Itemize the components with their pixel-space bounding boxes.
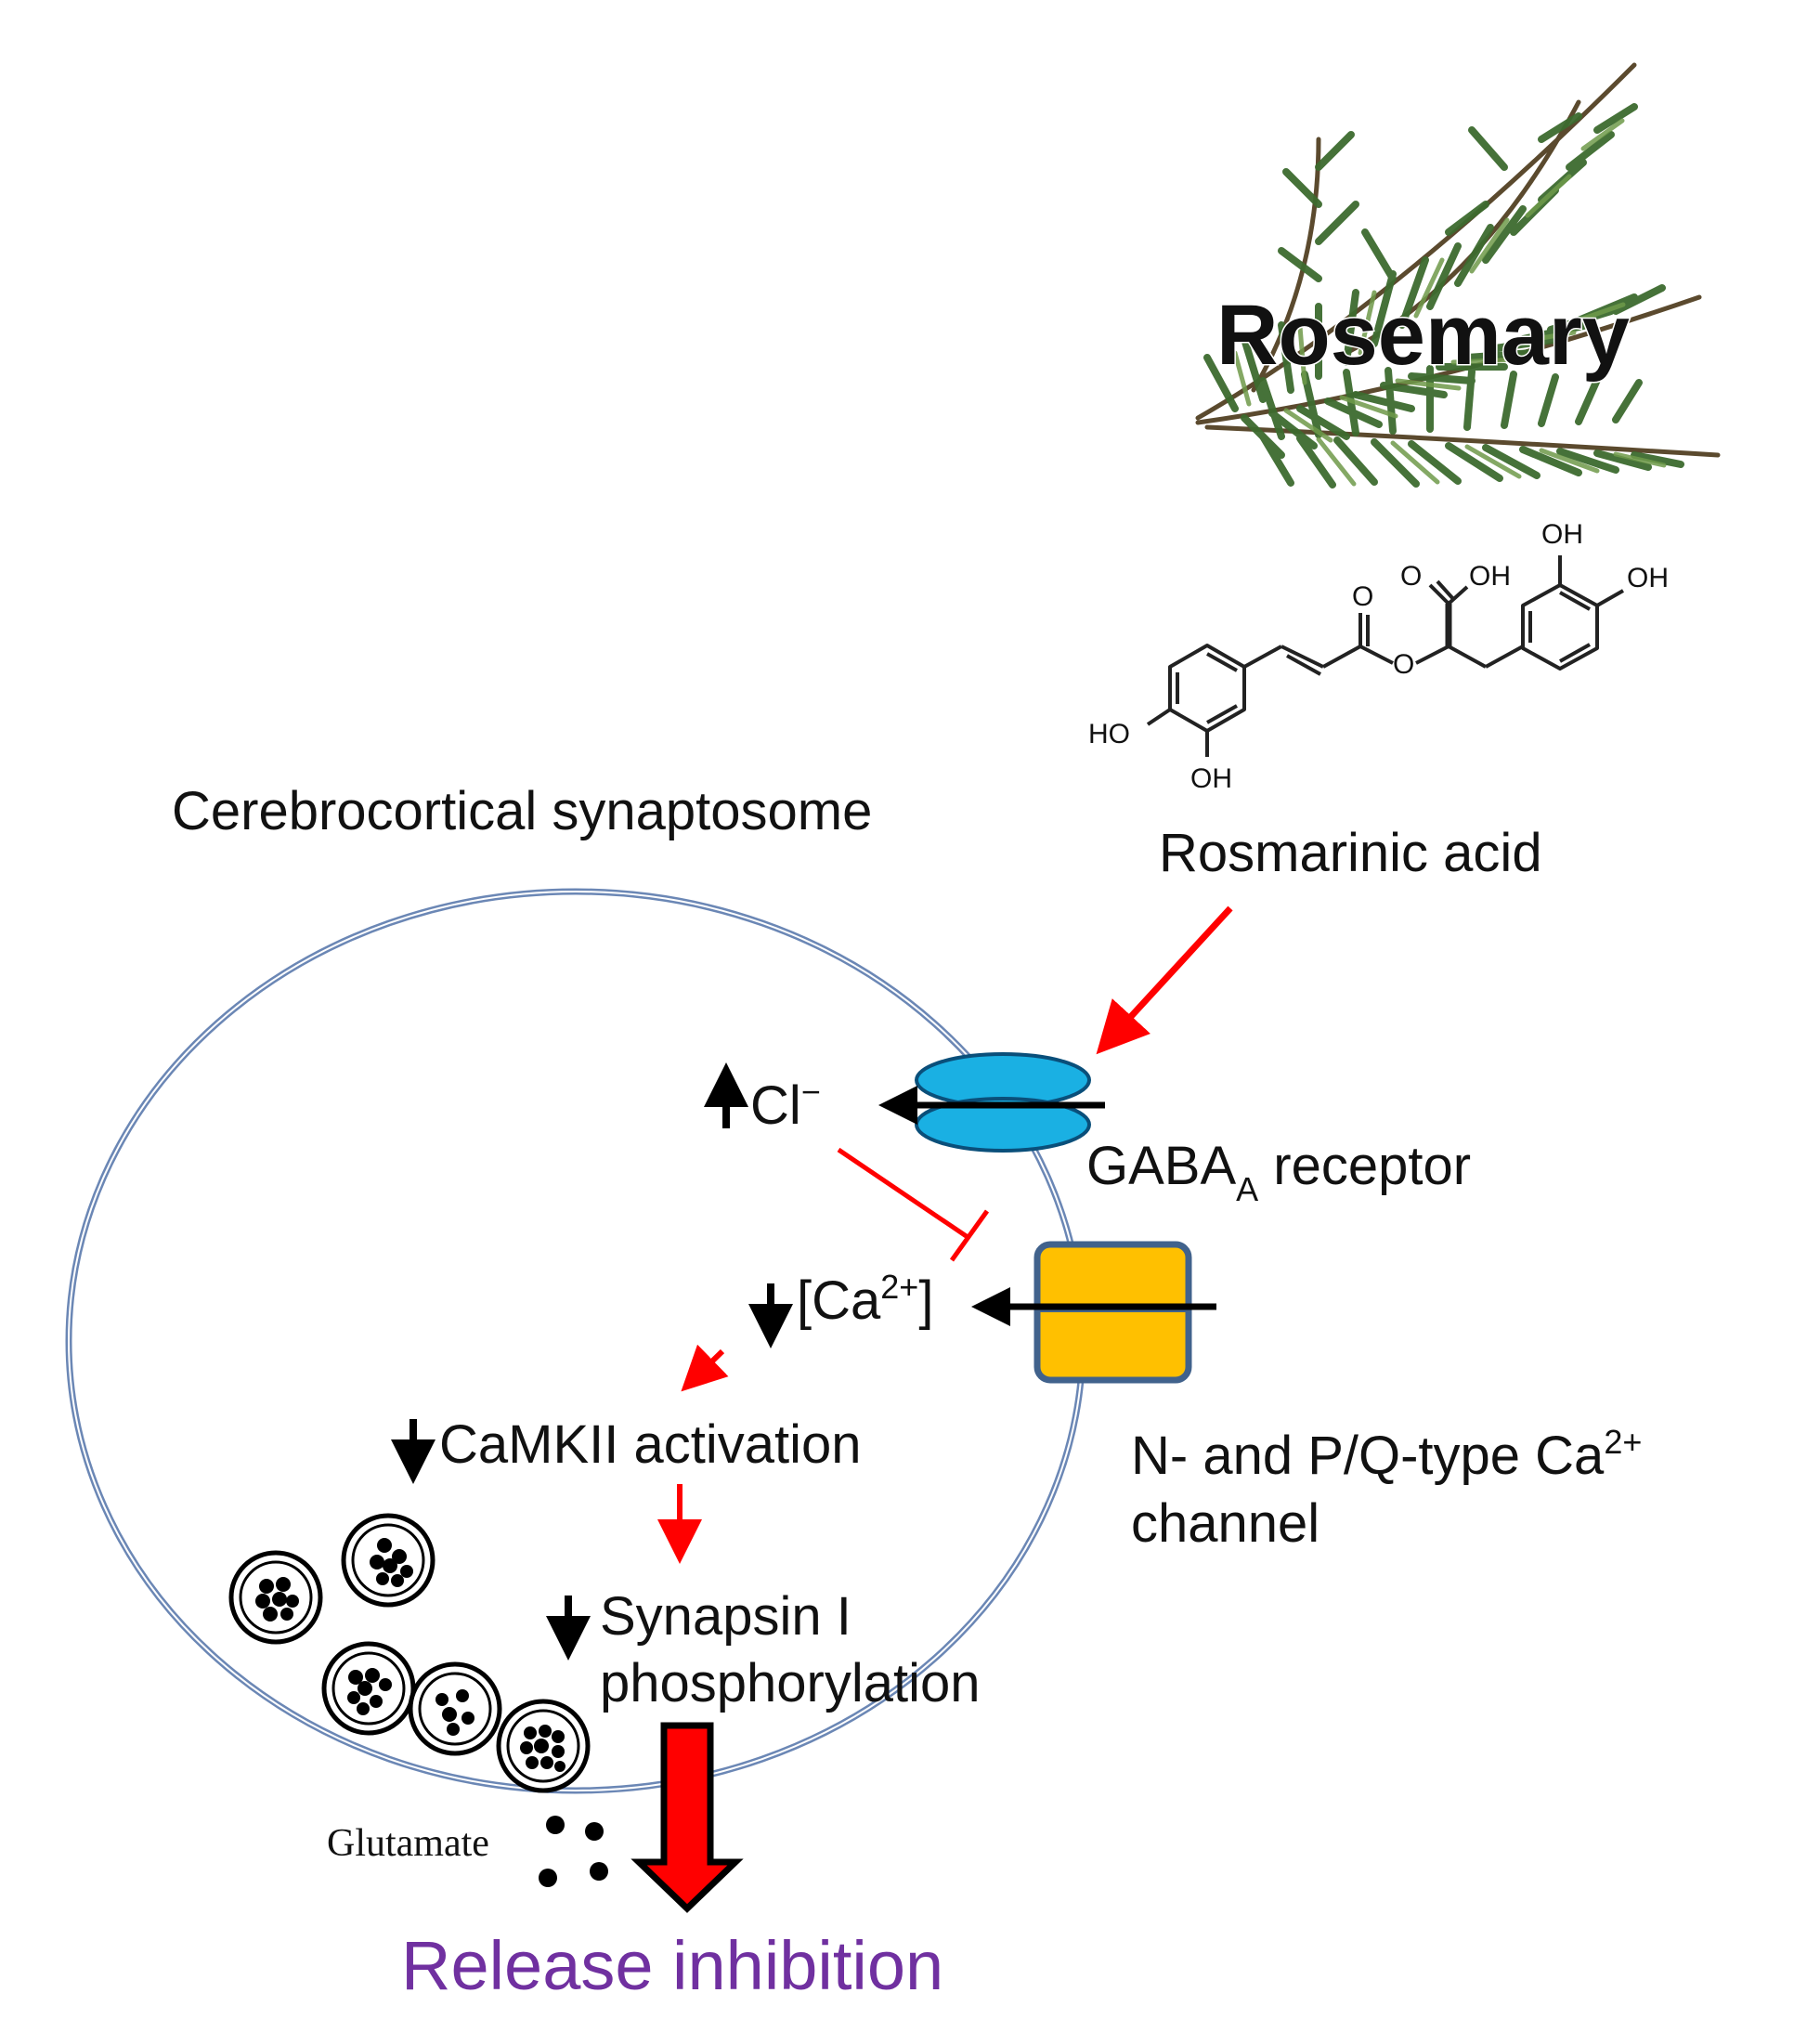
receptor-suffix: receptor [1258, 1136, 1471, 1196]
synaptic-vesicle-icon [321, 1641, 416, 1736]
synaptic-vesicle-icon [408, 1661, 502, 1756]
calcium-close: ] [918, 1270, 933, 1331]
chloride-symbol: Cl [750, 1075, 801, 1136]
atom-o-ester-carbonyl: O [1352, 581, 1373, 612]
calcium-charge: 2+ [880, 1268, 918, 1306]
glutamate-label: Glutamate [327, 1822, 489, 1865]
receptor-name: GABA [1086, 1136, 1236, 1196]
synaptic-vesicle-icon [341, 1513, 436, 1608]
inhibition-line [837, 1147, 990, 1262]
chloride-charge: − [801, 1073, 821, 1111]
atom-oh-right: OH [1627, 563, 1669, 593]
synaptic-vesicle-icon [496, 1699, 591, 1793]
receptor-subscript: A [1236, 1170, 1258, 1208]
gaba-a-receptor [915, 1052, 1091, 1153]
camkii-label: CaMKII activation [439, 1414, 862, 1475]
rosemary-sprig-icon [1195, 62, 1721, 488]
compound-label: Rosmarinic acid [1159, 823, 1542, 883]
calcium-label: [Ca2+] [797, 1268, 933, 1331]
channel-label-line2: channel [1131, 1493, 1320, 1554]
rosmarinic-acid-structure [1146, 555, 1624, 757]
channel-label-line1: N- and P/Q-type Ca2+ [1131, 1423, 1642, 1486]
channel-name: N- and P/Q-type Ca [1131, 1426, 1605, 1486]
released-glutamate [539, 1816, 608, 1887]
atom-o-ester: O [1393, 649, 1414, 680]
channel-charge: 2+ [1604, 1423, 1642, 1461]
release-arrow [630, 1722, 744, 1913]
atom-oh-top: OH [1541, 519, 1583, 550]
calcium-open: [Ca [797, 1270, 881, 1331]
rosemary-title: Rosemary [1216, 288, 1630, 383]
atom-oh-acid: OH [1469, 561, 1511, 592]
result-label: Release inhibition [401, 1927, 943, 2004]
atom-ho: HO [1088, 719, 1130, 749]
synapsin-label-line1: Synapsin I [600, 1586, 852, 1647]
receptor-label: GABAA receptor [1086, 1136, 1471, 1208]
calcium-to-camkii-arrow [681, 1344, 729, 1392]
chloride-label: Cl− [750, 1073, 821, 1136]
calcium-channel [1034, 1241, 1192, 1384]
cell-label: Cerebrocortical synaptosome [172, 781, 872, 841]
atom-oh-bottom: OH [1190, 763, 1232, 794]
atom-o-acid: O [1400, 561, 1422, 592]
compound-activation-arrow [1096, 905, 1233, 1055]
vesicle-cluster [228, 1513, 591, 1793]
synapsin-label-line2: phosphorylation [600, 1653, 981, 1713]
rosmarinic-acid-atom-labels: OH OH OH O O O HO OH [1088, 519, 1669, 794]
synaptic-vesicle-icon [228, 1550, 323, 1645]
